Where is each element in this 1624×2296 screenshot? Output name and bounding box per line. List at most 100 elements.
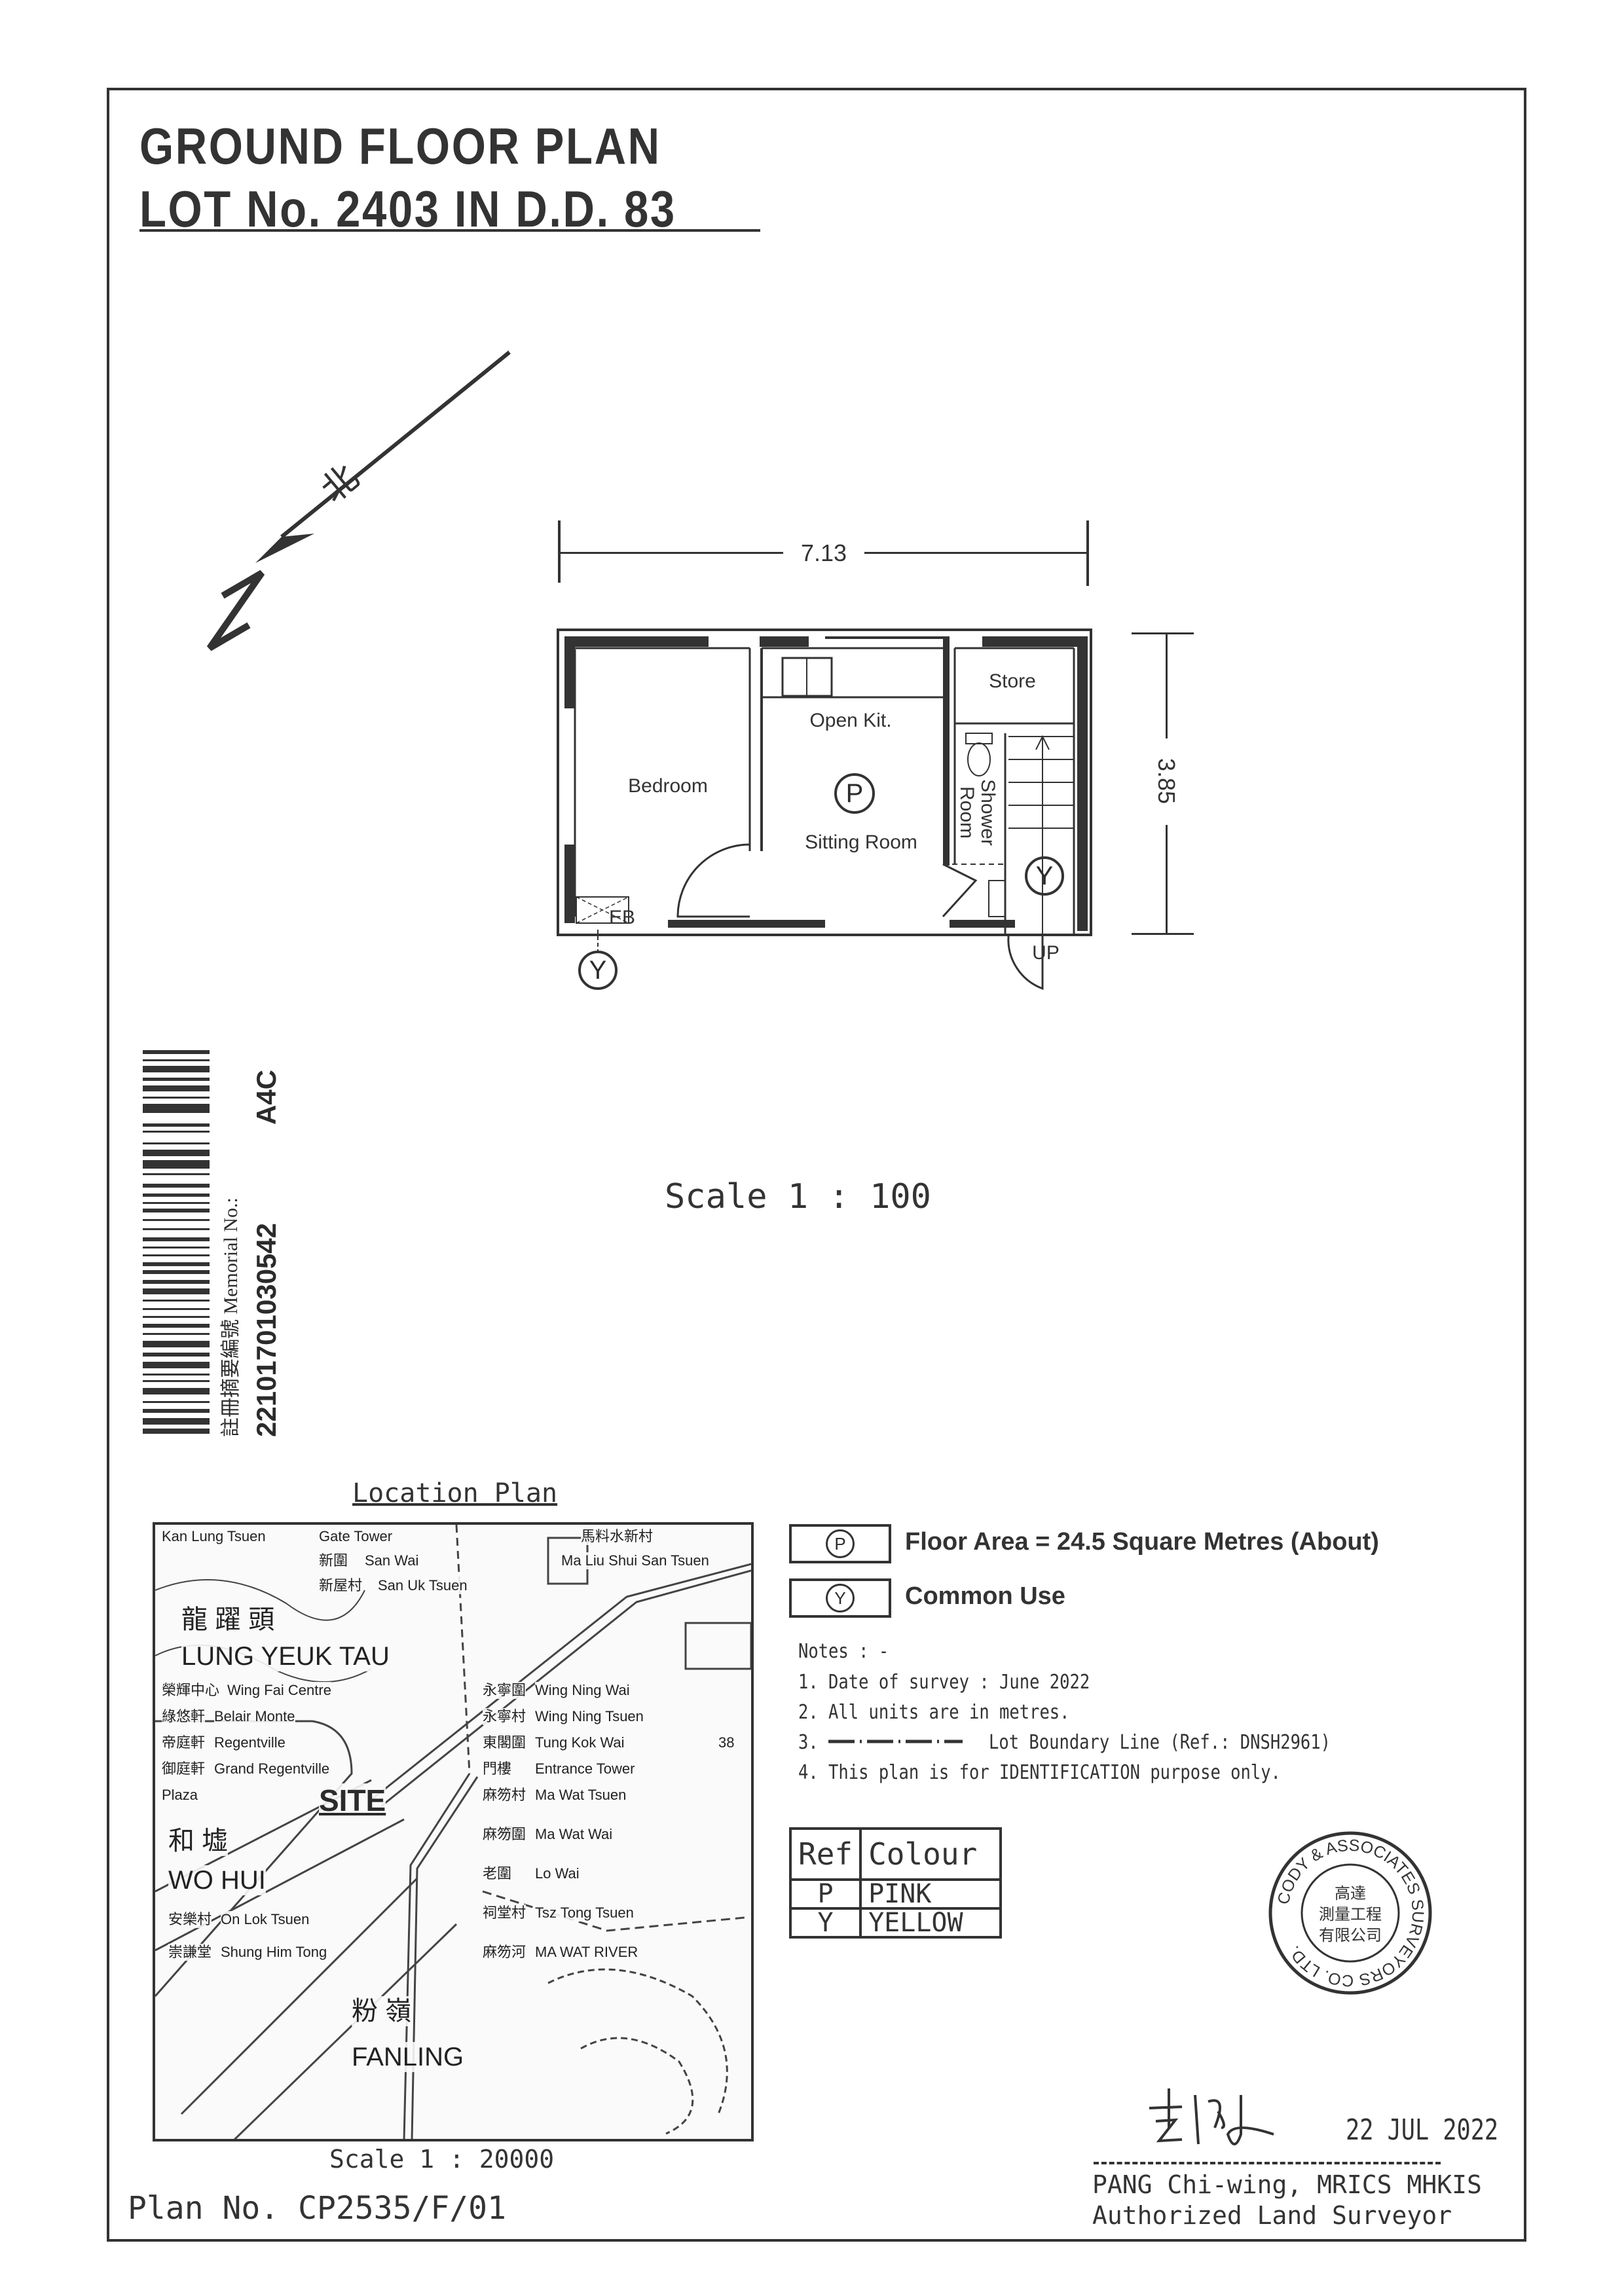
legend-marker-y: Y: [826, 1584, 855, 1613]
map-label: Shung Him Tong: [221, 1944, 327, 1961]
map-label: 老圍: [483, 1865, 512, 1882]
room-label-sitting-room: Sitting Room: [805, 831, 917, 853]
signature-line: [1094, 2162, 1441, 2164]
width-dimension: 7.13: [800, 539, 847, 566]
surveyor-role: Authorized Land Surveyor: [1092, 2201, 1452, 2230]
plan-number: Plan No. CP2535/F/01: [128, 2190, 506, 2227]
barcode-code: A4C: [251, 1069, 282, 1125]
map-label: 新圍: [319, 1552, 348, 1569]
note-3-text: Lot Boundary Line (Ref.: DNSH2961): [989, 1731, 1331, 1754]
map-label: Plaza: [162, 1787, 198, 1804]
map-label: On Lok Tsuen: [221, 1911, 310, 1928]
map-label: 帝庭軒: [162, 1734, 206, 1751]
stamp-chinese-line: 有限公司: [1319, 1927, 1382, 1944]
map-label: 馬料水新村: [581, 1528, 654, 1545]
table-cell-ref: P: [788, 1878, 862, 1910]
map-label: Lo Wai: [535, 1865, 580, 1882]
table-cell-ref: Y: [788, 1907, 862, 1939]
map-label: Kan Lung Tsuen: [162, 1528, 266, 1545]
table-cell-colour: PINK: [859, 1878, 1003, 1910]
table-header-colour: Colour: [859, 1827, 1003, 1881]
room-label-bedroom: Bedroom: [628, 775, 708, 797]
map-label: Gate Tower: [319, 1528, 393, 1545]
map-label: 麻笏村: [483, 1787, 526, 1804]
stamp-chinese-line: 高達: [1335, 1885, 1366, 1903]
map-label: San Uk Tsuen: [378, 1577, 468, 1594]
note-2: 2. All units are in metres.: [798, 1701, 1070, 1724]
dimension-tick: [1132, 933, 1194, 935]
barcode: [143, 1050, 210, 1434]
map-label: 祠堂村: [483, 1904, 526, 1922]
map-label: Ma Liu Shui San Tsuen: [561, 1552, 709, 1569]
eb-label: EB: [608, 907, 636, 928]
map-label: Regentville: [214, 1734, 286, 1751]
room-label-open-kitchen: Open Kit.: [809, 710, 892, 731]
map-label: 龍 躍 頭: [181, 1605, 275, 1635]
map-label: LUNG YEUK TAU: [181, 1641, 390, 1671]
stair-up-label: UP: [1032, 942, 1060, 964]
memorial-label: 註冊摘要編號 Memorial No.:: [220, 1197, 242, 1437]
map-label: 永寧圍: [483, 1682, 526, 1699]
note-4: 4. This plan is for IDENTIFICATION purpo…: [798, 1761, 1281, 1784]
legend-symbol-box-y: Y: [789, 1578, 891, 1618]
dimension-line: [1166, 825, 1168, 933]
floor-plan-drawing: [557, 629, 1092, 991]
map-label: Tung Kok Wai: [535, 1734, 625, 1751]
legend-symbol-box-p: P: [789, 1524, 891, 1563]
stamp-chinese-line: 測量工程: [1319, 1906, 1382, 1923]
surveyor-name: PANG Chi-wing, MRICS MHKIS: [1092, 2170, 1482, 2199]
map-label: 綠悠軒: [162, 1708, 206, 1725]
map-label: 榮輝中心: [162, 1682, 220, 1699]
map-label: 和 墟: [168, 1826, 229, 1856]
table-cell-colour: YELLOW: [859, 1907, 1003, 1939]
map-label: Belair Monte: [214, 1708, 295, 1725]
title-underline: [139, 229, 760, 232]
map-label: MA WAT RIVER: [535, 1944, 638, 1961]
signature-date: 22 JUL 2022: [1346, 2113, 1499, 2147]
marker-y-eb: Y: [578, 951, 618, 990]
room-label-store: Store: [989, 670, 1036, 692]
lot-title: LOT No. 2403 IN D.D. 83: [139, 180, 676, 238]
plan-scale: Scale 1 : 100: [665, 1177, 931, 1216]
map-label: Wing Fai Centre: [227, 1682, 331, 1699]
marker-p: P: [834, 773, 875, 814]
map-label: 御庭軒: [162, 1760, 206, 1777]
map-label: 麻笏河: [483, 1944, 526, 1961]
map-label: 38: [718, 1734, 735, 1751]
map-label: Wing Ning Tsuen: [535, 1708, 644, 1725]
map-label: WO HUI: [168, 1865, 266, 1895]
notes-heading: Notes : -: [798, 1640, 889, 1663]
map-label: San Wai: [365, 1552, 419, 1569]
map-label: 安樂村: [168, 1911, 212, 1928]
map-label: 粉 嶺: [352, 1996, 412, 2026]
map-label: FANLING: [352, 2042, 464, 2072]
drawing-border: [107, 88, 1526, 2242]
location-plan-scale: Scale 1 : 20000: [329, 2145, 555, 2174]
north-arrow-icon: 北: [206, 350, 511, 651]
map-label: 門樓: [483, 1760, 512, 1777]
dimension-line: [864, 552, 1087, 554]
surveyor-signature: [1149, 2088, 1274, 2145]
location-plan-title: Location Plan: [352, 1478, 558, 1508]
boundary-line-sample: [828, 1740, 963, 1743]
plan-title: GROUND FLOOR PLAN: [139, 117, 661, 175]
note-1: 1. Date of survey : June 2022: [798, 1671, 1090, 1694]
map-label: Ma Wat Tsuen: [535, 1787, 627, 1804]
company-stamp: CODY & ASSOCIATES SURVEYORS CO. LTD. 高達 …: [1268, 1831, 1432, 1995]
dimension-tick: [1086, 520, 1089, 586]
marker-y-stair: Y: [1025, 856, 1064, 896]
depth-dimension: 3.85: [1153, 757, 1180, 805]
map-label: 東閣圍: [483, 1734, 526, 1751]
dimension-tick: [558, 520, 561, 583]
memorial-number: 22101701030542: [251, 1222, 282, 1437]
site-label: SITE: [319, 1783, 386, 1817]
map-label: 新屋村: [319, 1577, 363, 1594]
map-label: 麻笏圍: [483, 1826, 526, 1843]
legend-common-use: Common Use: [905, 1582, 1065, 1610]
dimension-tick: [1132, 632, 1194, 634]
map-label: Tsz Tong Tsuen: [535, 1904, 634, 1922]
map-label: Ma Wat Wai: [535, 1826, 613, 1843]
